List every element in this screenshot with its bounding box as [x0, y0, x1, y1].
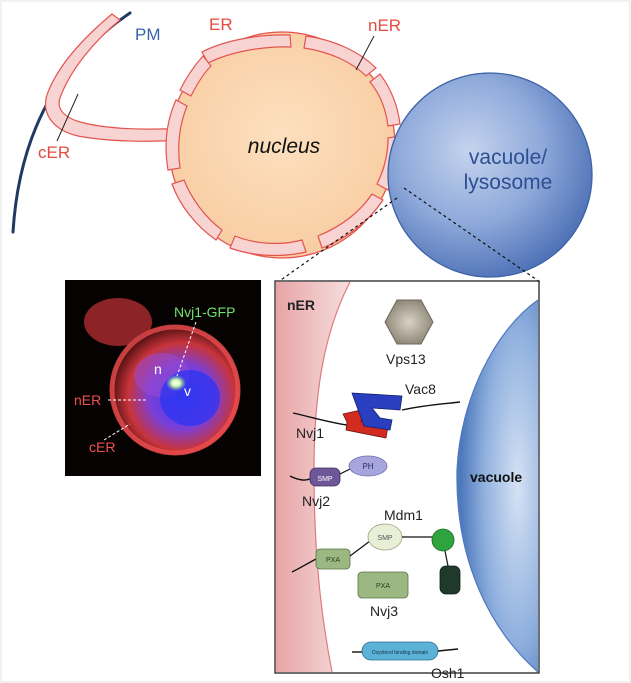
vac8-label: Vac8 — [405, 381, 436, 397]
nvj2-smp-label: SMP — [317, 476, 333, 483]
mdm1-linker-3 — [444, 550, 449, 567]
micro-ner-label: nER — [74, 392, 101, 408]
micrograph-bud — [84, 298, 152, 346]
inset-vacuole-label: vacuole — [470, 469, 522, 485]
zoom-line-left — [277, 197, 398, 283]
cortical-er — [44, 13, 186, 142]
nvj3-pxa-label: PXA — [376, 583, 390, 590]
mdm1-pxa-domain — [315, 548, 351, 570]
ner-label-overview: nER — [368, 16, 401, 35]
ner-leader-line — [355, 35, 375, 71]
nvj1-label: Nvj1 — [296, 425, 324, 441]
micro-cer-label: cER — [89, 439, 115, 455]
inset-vacuole-membrane — [456, 299, 539, 673]
vps13-protein — [384, 299, 434, 345]
inset-ner-label: nER — [287, 297, 315, 313]
vps13-label: Vps13 — [386, 351, 426, 367]
micro-cer-leader — [103, 423, 131, 441]
nvj3-pxa-domain — [357, 571, 409, 599]
osh1-tether-line-right — [437, 648, 459, 652]
mdm1-smp-label: SMP — [377, 535, 393, 542]
micro-v-label: v — [184, 383, 191, 399]
mdm1-linker-1 — [349, 540, 371, 557]
pm-label: PM — [135, 25, 161, 44]
micro-n-label: n — [154, 361, 162, 377]
nvj1-gfp-leader — [176, 321, 197, 377]
er-label: ER — [209, 15, 233, 34]
vacuole-label-line1: vacuole/ — [469, 146, 547, 169]
mdm1-pxa-label: PXA — [326, 557, 340, 564]
micrograph-gfp-signal — [166, 375, 186, 391]
micrograph-cortical-er — [109, 324, 241, 456]
nvj3-label: Nvj3 — [370, 603, 398, 619]
osh1-label: Osh1 — [431, 665, 465, 681]
vacuole-label-line2: lysosome — [464, 171, 553, 194]
nvj2-linker — [339, 468, 351, 475]
nvj2-ph-label: PH — [362, 462, 373, 471]
nvj1-gfp-label: Nvj1-GFP — [174, 304, 235, 320]
nvj2-label: Nvj2 — [302, 493, 330, 509]
cer-leader-line — [56, 93, 79, 142]
vac8-protein — [351, 392, 403, 431]
vacuole — [387, 72, 593, 278]
osh1-domain-label: Oxysterol binding domain — [372, 650, 429, 656]
mdm1-px-domain — [431, 528, 455, 552]
mdm1-terminal-domain — [439, 565, 461, 595]
nvj2-ph-domain — [348, 455, 388, 477]
vac8-tether-line — [401, 401, 461, 411]
cer-label-overview: cER — [38, 143, 70, 162]
micrograph — [65, 280, 261, 476]
nvj2-smp-domain — [309, 467, 341, 487]
nucleus-label: nucleus — [248, 135, 321, 158]
mdm1-label: Mdm1 — [384, 507, 423, 523]
inset-vacuole-region — [456, 300, 538, 672]
